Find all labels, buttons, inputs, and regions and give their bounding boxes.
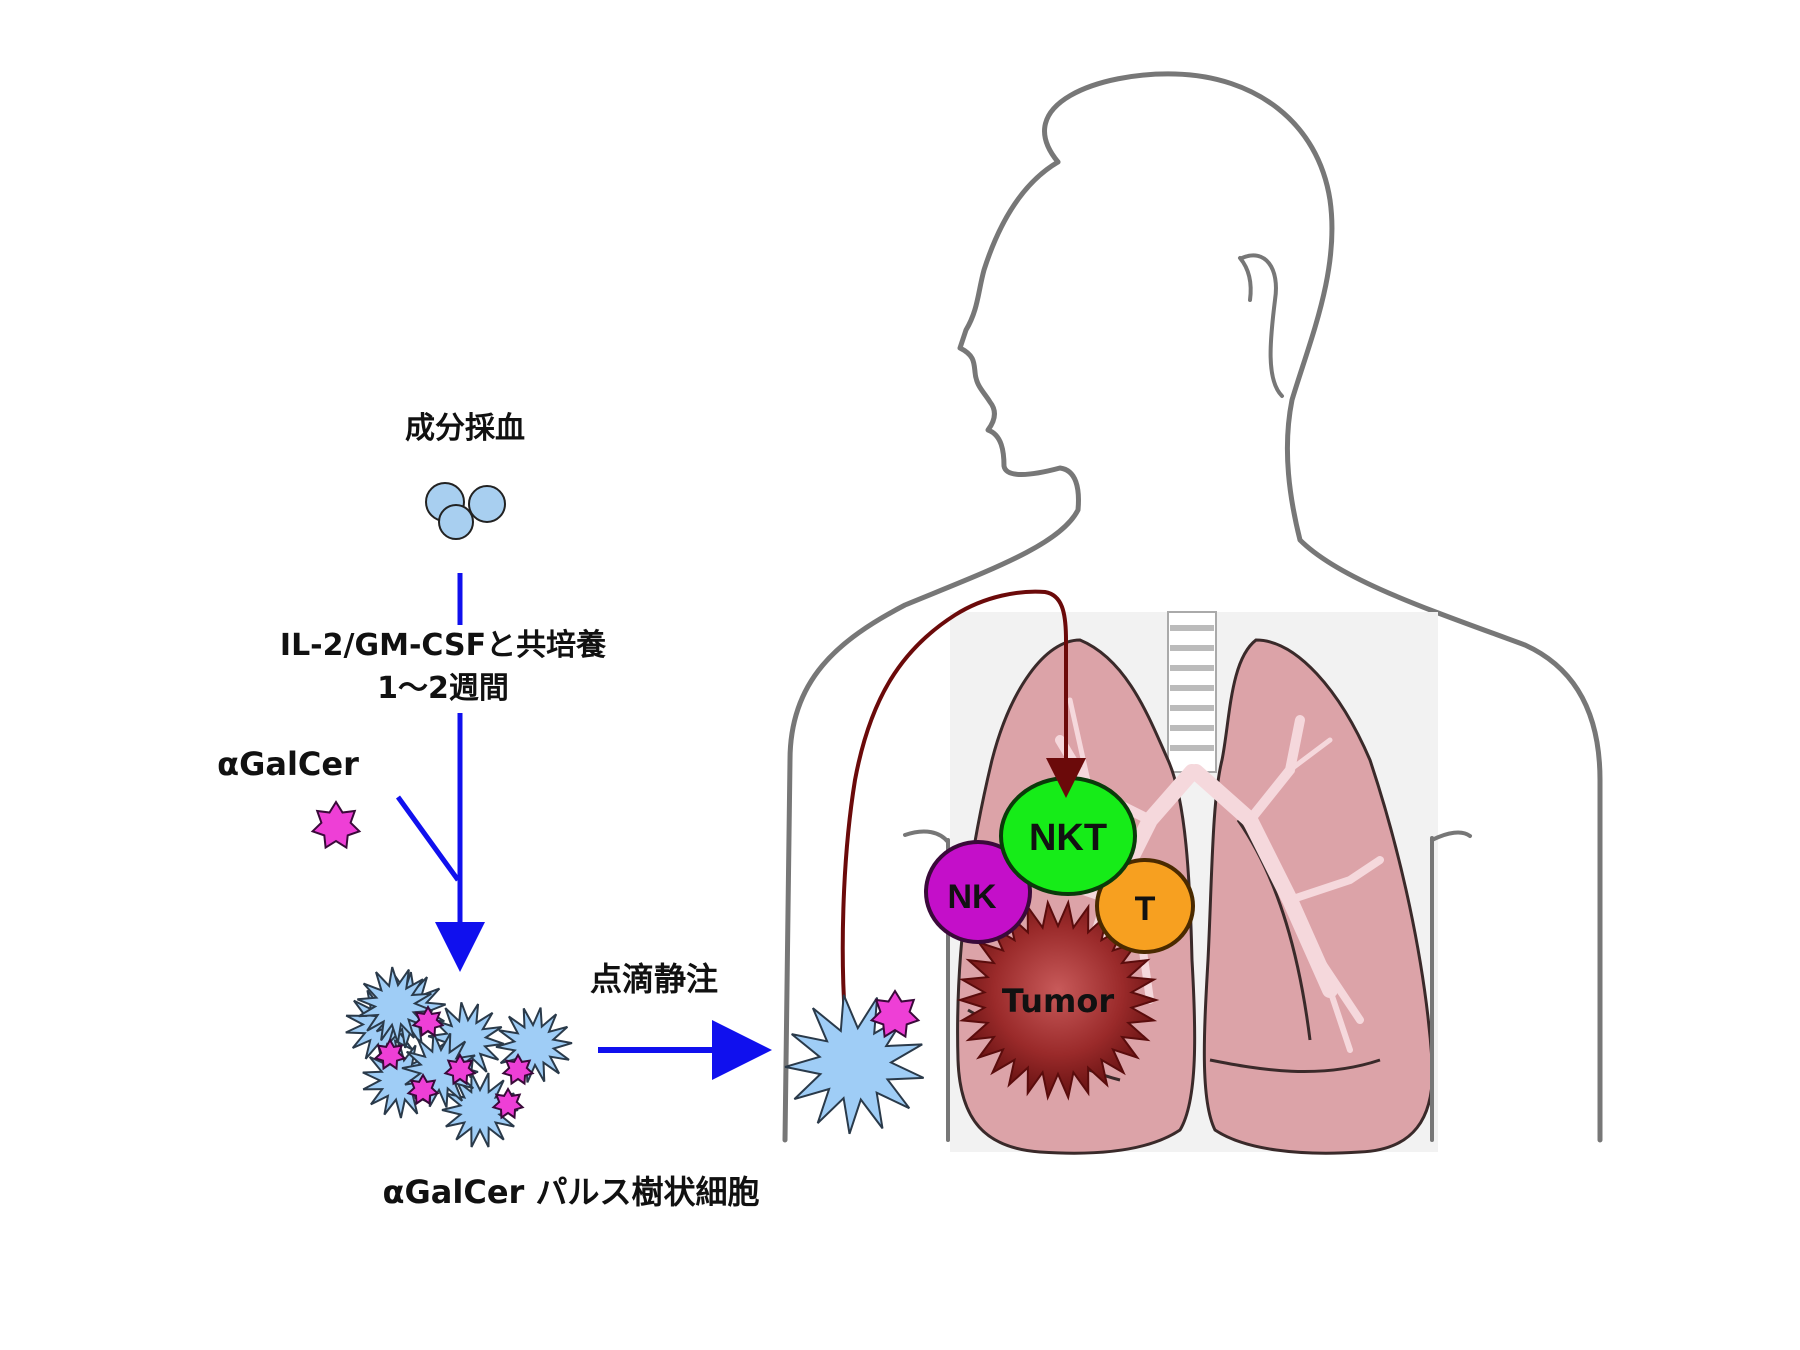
infusion-label: 点滴静注: [590, 960, 718, 998]
agalcer-molecule: [443, 1052, 477, 1086]
tumor-label: Tumor: [1002, 982, 1114, 1020]
t-label: T: [1135, 890, 1156, 928]
culture-label-line1: IL-2/GM-CSFと共培養: [280, 628, 606, 663]
apheresis-label: 成分採血: [405, 411, 525, 446]
agalcer-molecule: [406, 1072, 440, 1106]
pulsed-dc-cluster: [345, 966, 573, 1148]
blood-cells-icon: [425, 482, 506, 540]
t-cell: T: [1095, 858, 1195, 954]
dendritic-cell: [441, 1072, 519, 1148]
agalcer-molecule: [501, 1052, 535, 1086]
infused-dc-agalcer: [869, 989, 921, 1039]
human-body-outline: [782, 71, 1603, 1143]
agalcer-molecule: [373, 1037, 407, 1071]
dendritic-cell: [495, 1007, 573, 1083]
dendritic-cell: [357, 966, 433, 1044]
pulsed-dc-label: αGalCer パルス樹状細胞: [383, 1173, 760, 1211]
culture-label-line2: 1～2週間: [377, 671, 509, 706]
circulation-arrow: [840, 589, 1086, 1031]
agalcer-merge-arrow: [395, 795, 461, 882]
nkt-label: NKT: [1029, 817, 1107, 859]
infused-dendritic-cell: [784, 989, 925, 1135]
agalcer-molecule-icon: [310, 800, 362, 850]
agalcer-label: αGalCer: [217, 745, 359, 783]
nk-label: NK: [947, 878, 997, 916]
trachea: [1167, 611, 1217, 773]
nkt-cell: NKT: [999, 776, 1137, 896]
agalcer-molecule: [411, 1004, 445, 1038]
nk-cell: NK: [924, 840, 1032, 944]
agalcer-molecule: [491, 1086, 525, 1120]
